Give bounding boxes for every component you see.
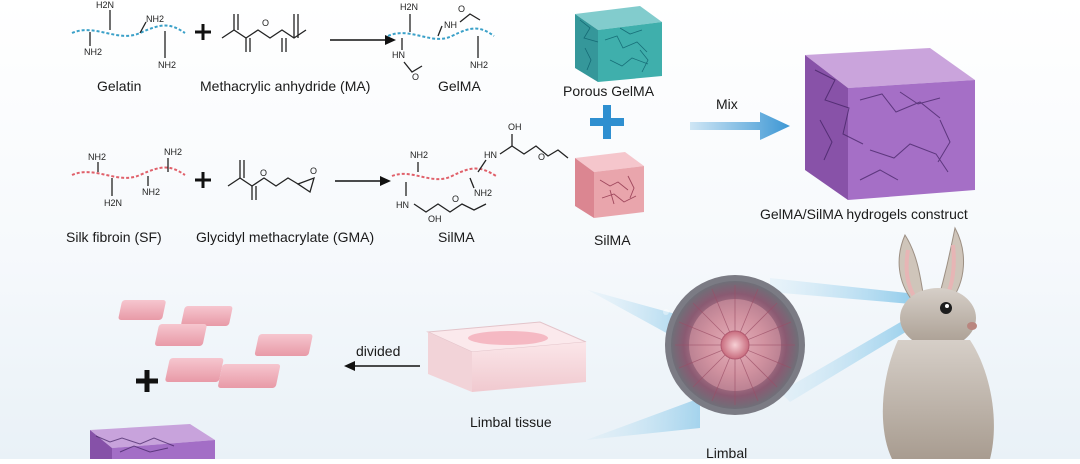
plus-icon <box>195 24 211 40</box>
divided-tissue-blocks <box>118 300 313 388</box>
gelma-nh-label: NH <box>444 20 457 30</box>
limbal-tissue-slab <box>426 321 587 392</box>
gma-o-label: O <box>260 168 267 178</box>
silma-o-label: O <box>538 152 545 162</box>
sf-nh2-label: NH2 <box>164 147 182 157</box>
mix-label: Mix <box>716 96 738 112</box>
limbal-eye-illustration <box>663 275 805 415</box>
reaction-arrow <box>335 176 391 186</box>
gelma-h2n-label: H2N <box>400 2 418 12</box>
gelma-o-label: O <box>458 4 465 14</box>
gelatin-nh2-label: NH2 <box>84 47 102 57</box>
gelma-label: GelMA <box>438 78 481 94</box>
gelma-structure: H2N NH O HN O NH2 <box>387 2 495 82</box>
gelma-o-label: O <box>412 72 419 82</box>
gelatin-nh2-label: NH2 <box>158 60 176 70</box>
limbal-tissue-label: Limbal tissue <box>470 414 552 430</box>
anhydride-o-label: O <box>262 18 269 28</box>
methacrylic-anhydride-label: Methacrylic anhydride (MA) <box>200 78 371 94</box>
gelatin-structure: H2N NH2 NH2 NH2 <box>71 0 186 70</box>
silma-structure: NH2 NH2 HN OH O HN OH O <box>391 122 569 224</box>
sf-nh2-label: NH2 <box>88 152 106 162</box>
glycidyl-methacrylate-structure: O O <box>227 160 317 200</box>
gelatin-label: Gelatin <box>97 78 142 94</box>
silk-fibroin-label: Silk fibroin (SF) <box>66 229 162 245</box>
silk-fibroin-structure: NH2 NH2 H2N NH2 <box>71 147 186 208</box>
construct-label: GelMA/SilMA hydrogels construct <box>760 206 968 222</box>
silma-o-label: O <box>452 194 459 204</box>
silma-oh-label: OH <box>428 214 442 224</box>
gelma-nh2-label: NH2 <box>470 60 488 70</box>
blue-plus-icon <box>590 105 624 139</box>
gelma-hn-label: HN <box>392 50 405 60</box>
divided-label: divided <box>356 343 401 359</box>
methacrylic-anhydride-structure: O <box>221 14 307 52</box>
silma-hn-label: HN <box>484 150 497 160</box>
silma-nh2-label: NH2 <box>474 188 492 198</box>
sf-h2n-label: H2N <box>104 198 122 208</box>
rabbit-illustration <box>882 226 994 459</box>
silma-cube <box>575 152 644 218</box>
porous-gelma-label: Porous GelMA <box>563 83 655 99</box>
silma-cube-label: SilMA <box>594 232 631 248</box>
silma-label: SilMA <box>438 229 475 245</box>
gelma-silma-construct-cube <box>805 48 975 200</box>
divided-arrow <box>344 361 420 371</box>
sf-nh2-label: NH2 <box>142 187 160 197</box>
gelatin-nh2-label: NH2 <box>146 14 164 24</box>
silma-hn-label: HN <box>396 200 409 210</box>
gma-epoxide-o-label: O <box>310 166 317 176</box>
plus-icon <box>136 370 158 392</box>
glycidyl-methacrylate-label: Glycidyl methacrylate (GMA) <box>196 229 375 245</box>
porous-gelma-cube <box>575 6 662 82</box>
silma-oh-label: OH <box>508 122 522 132</box>
reaction-arrow <box>330 35 396 45</box>
gelatin-nh2-label: H2N <box>96 0 114 10</box>
limbal-label: Limbal <box>706 445 748 461</box>
silma-nh2-label: NH2 <box>410 150 428 160</box>
plus-icon <box>195 172 211 188</box>
hydrogel-construct-cube-bottom <box>90 424 215 459</box>
light-beams <box>586 278 942 440</box>
mix-arrow <box>690 112 790 140</box>
